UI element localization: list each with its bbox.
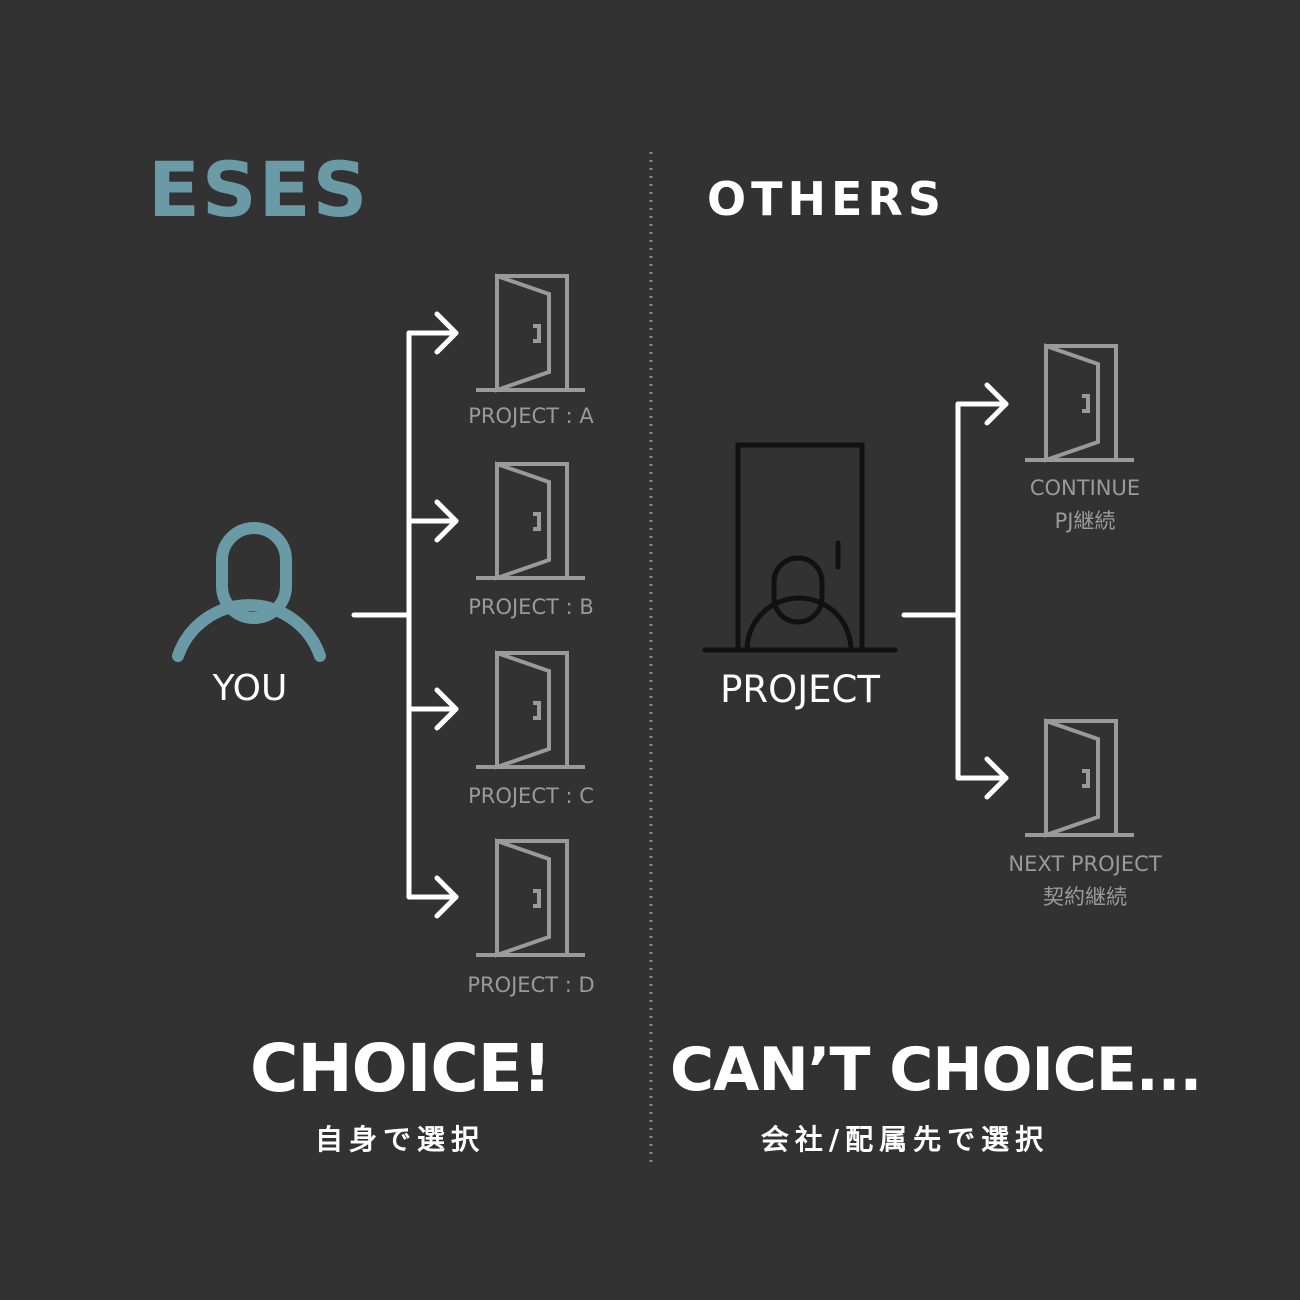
door-icon-project-a [476, 273, 585, 393]
person-in-door-icon [702, 442, 898, 653]
project-b-label: PROJECT : B [468, 595, 594, 619]
door-icon-project-b [476, 461, 585, 581]
project-a-label: PROJECT : A [468, 404, 594, 428]
door-icon-next-project [1025, 718, 1134, 838]
next-project-sublabel: 契約継続 [1043, 885, 1127, 909]
right-branch-arrows [901, 382, 1009, 800]
project-label: PROJECT [720, 668, 880, 711]
eses-heading: ESES [148, 145, 370, 234]
door-icon-project-d [476, 838, 585, 958]
door-icon-continue [1025, 343, 1134, 463]
continue-sublabel: PJ継続 [1054, 509, 1116, 533]
you-label: YOU [212, 668, 288, 709]
project-c-label: PROJECT : C [468, 784, 594, 808]
next-project-label: NEXT PROJECT [1008, 852, 1162, 876]
continue-label: CONTINUE [1029, 476, 1141, 500]
choice-subtitle: 自身で選択 [314, 1123, 485, 1156]
door-icon-project-c [476, 650, 585, 770]
left-branch-arrows [351, 311, 459, 919]
cant-choice-subtitle: 会社/配属先で選択 [760, 1123, 1050, 1156]
cant-choice-title: CAN’T CHOICE... [670, 1035, 1202, 1105]
project-d-label: PROJECT : D [467, 973, 595, 997]
person-icon [172, 522, 326, 662]
choice-title: CHOICE! [250, 1030, 552, 1107]
others-heading: OTHERS [707, 172, 946, 226]
